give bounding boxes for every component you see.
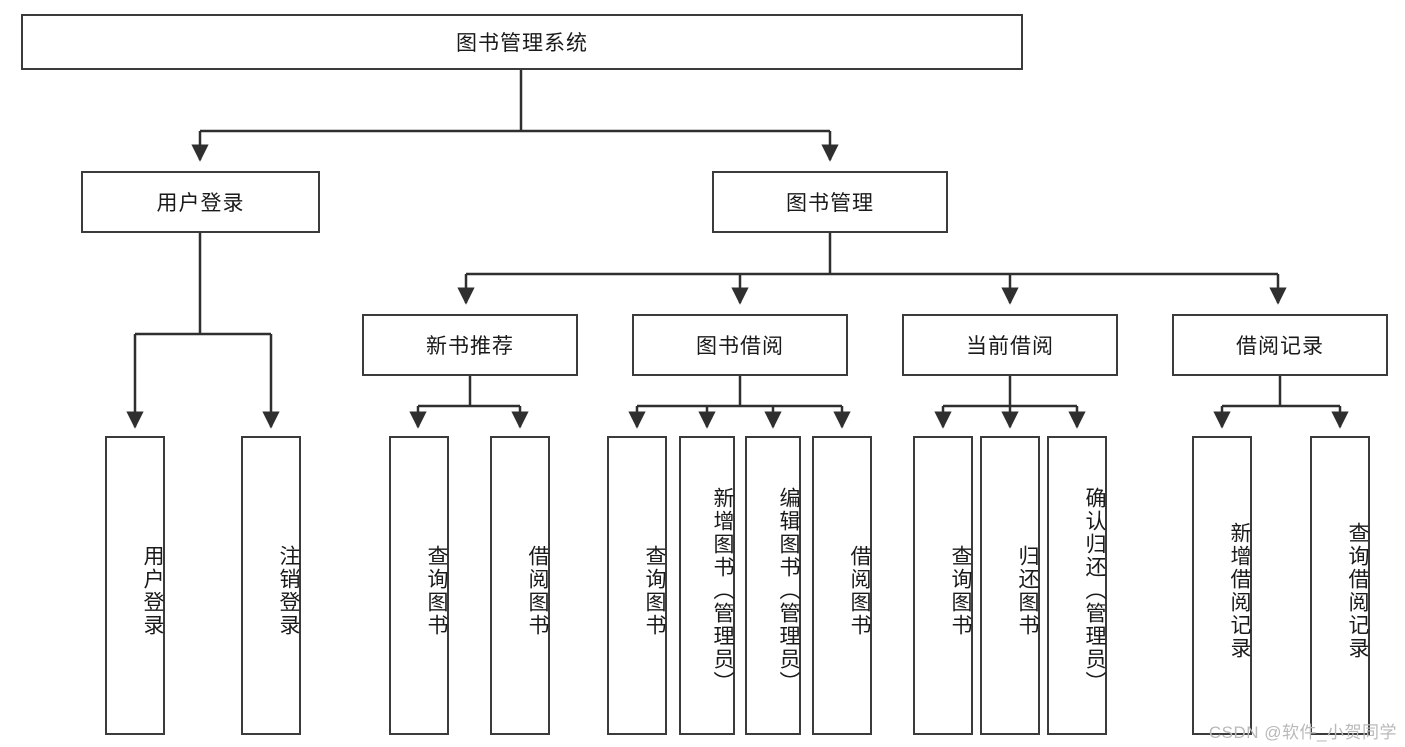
leaf-user-login[interactable]: 用户登录: [105, 436, 165, 735]
node-book-management[interactable]: 图书管理: [712, 171, 948, 233]
node-label: 借阅图书: [848, 544, 871, 637]
node-label: 编辑图书（管理员）: [777, 487, 800, 694]
node-label: 查询图书: [643, 544, 666, 637]
node-current-borrow[interactable]: 当前借阅: [902, 314, 1118, 376]
node-label: 查询借阅记录: [1346, 521, 1369, 660]
leaf-borrow-edit-book-admin[interactable]: 编辑图书（管理员）: [745, 436, 801, 735]
node-label: 确认归还（管理员）: [1083, 487, 1106, 694]
node-label: 当前借阅: [966, 335, 1054, 358]
leaf-recommend-borrow-book[interactable]: 借阅图书: [490, 436, 550, 735]
leaf-borrow-borrow-book[interactable]: 借阅图书: [812, 436, 872, 735]
leaf-record-add-borrow-record[interactable]: 新增借阅记录: [1192, 436, 1252, 735]
node-label: 图书管理: [786, 192, 874, 215]
node-book-borrow[interactable]: 图书借阅: [632, 314, 848, 376]
node-label: 借阅图书: [526, 544, 549, 637]
leaf-logout-login[interactable]: 注销登录: [241, 436, 301, 735]
leaf-current-confirm-return-admin[interactable]: 确认归还（管理员）: [1047, 436, 1107, 735]
node-label: 用户登录: [156, 192, 245, 215]
leaf-recommend-query-book[interactable]: 查询图书: [389, 436, 449, 735]
node-label: 注销登录: [277, 544, 300, 637]
leaf-record-query-borrow-record[interactable]: 查询借阅记录: [1310, 436, 1370, 735]
leaf-borrow-query-book[interactable]: 查询图书: [607, 436, 667, 735]
node-label: 新增图书（管理员）: [711, 487, 734, 694]
node-label: 借阅记录: [1236, 335, 1324, 358]
leaf-current-query-book[interactable]: 查询图书: [913, 436, 973, 735]
leaf-borrow-add-book-admin[interactable]: 新增图书（管理员）: [679, 436, 735, 735]
node-label: 归还图书: [1016, 544, 1039, 637]
node-label: 用户登录: [141, 544, 164, 637]
node-label: 查询图书: [425, 544, 448, 637]
node-new-book-recommend[interactable]: 新书推荐: [362, 314, 578, 376]
node-label: 查询图书: [949, 544, 972, 637]
node-root-book-management-system[interactable]: 图书管理系统: [21, 14, 1023, 70]
node-label: 图书借阅: [696, 335, 784, 358]
node-borrow-record[interactable]: 借阅记录: [1172, 314, 1388, 376]
watermark: CSDN @软件_小贺同学: [1208, 723, 1397, 742]
node-user-login[interactable]: 用户登录: [81, 171, 320, 233]
node-label: 新书推荐: [426, 335, 514, 358]
node-label: 新增借阅记录: [1228, 521, 1251, 660]
node-label: 图书管理系统: [456, 32, 588, 55]
leaf-current-return-book[interactable]: 归还图书: [980, 436, 1040, 735]
